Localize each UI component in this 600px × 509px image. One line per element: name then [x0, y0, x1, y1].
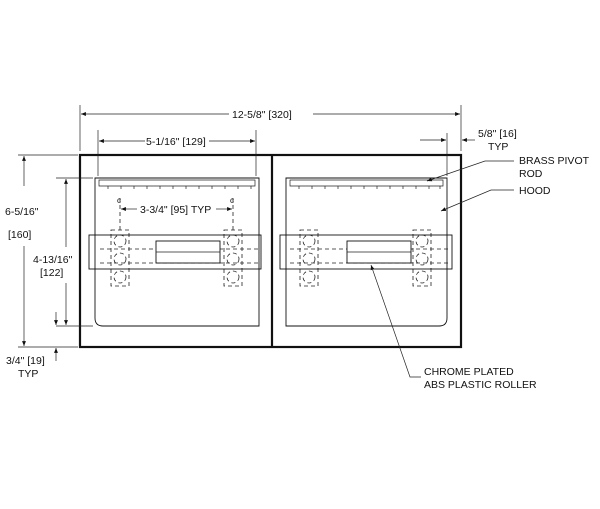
callout-roller: CHROME PLATED ABS PLASTIC ROLLER: [370, 264, 537, 391]
overall-width-label: 12-5/8" [320]: [232, 109, 292, 121]
right-hood-teeth: [298, 186, 441, 189]
dim-bottom-margin: 3/4" [19] TYP: [6, 312, 58, 380]
callout-brass-pivot-rod: BRASS PIVOT ROD: [426, 155, 590, 182]
inner-height-label: 4-13/16": [33, 254, 73, 266]
svg-text:c: c: [117, 196, 121, 205]
bottom-margin-label: 3/4" [19]: [6, 355, 45, 367]
left-compartment: c c: [88, 177, 262, 327]
dim-overall-height: 6-5/16" [160]: [5, 154, 78, 348]
right-pivot-bracket-a: [299, 229, 319, 287]
overall-height-label: 6-5/16": [5, 206, 39, 218]
dim-inner-height: 4-13/16" [122]: [33, 177, 93, 327]
inner-height-mm: [122]: [40, 267, 63, 279]
housing: [78, 153, 463, 349]
brass-pivot-rod-label-1: BRASS PIVOT: [519, 155, 590, 167]
side-margin-label: 5/8" [16]: [478, 128, 517, 140]
side-margin-typ: TYP: [488, 141, 508, 153]
left-roller: [88, 234, 262, 270]
bottom-margin-typ: TYP: [18, 368, 38, 380]
roller-label-1: CHROME PLATED: [424, 366, 514, 378]
dim-side-margin: 5/8" [16] TYP: [420, 128, 517, 176]
left-hood-teeth: [107, 186, 252, 189]
left-pivot-bracket-b: c: [223, 196, 243, 287]
inner-width-label: 5-1/16" [129]: [146, 136, 206, 148]
right-pivot-bracket-b: [412, 229, 432, 287]
brass-pivot-rod-label-2: ROD: [519, 168, 543, 180]
dim-inner-width: 5-1/16" [129]: [97, 130, 257, 176]
right-hood: [289, 179, 444, 187]
roller-label-2: ABS PLASTIC ROLLER: [424, 379, 537, 391]
callout-hood: HOOD: [440, 185, 551, 212]
dim-pivot-spacing: 3-3/4" [95] TYP: [121, 204, 232, 216]
svg-text:c: c: [230, 196, 234, 205]
right-roller: [279, 234, 453, 270]
left-hood: [98, 179, 256, 187]
dim-overall-width: 12-5/8" [320]: [79, 105, 462, 151]
left-inner-panel: [94, 177, 260, 327]
overall-height-mm: [160]: [8, 229, 31, 241]
hood-label: HOOD: [519, 185, 551, 197]
pivot-spacing-label: 3-3/4" [95] TYP: [140, 204, 211, 216]
right-compartment: [279, 177, 453, 327]
left-pivot-bracket-a: c: [110, 196, 130, 287]
right-inner-panel: [285, 177, 448, 327]
